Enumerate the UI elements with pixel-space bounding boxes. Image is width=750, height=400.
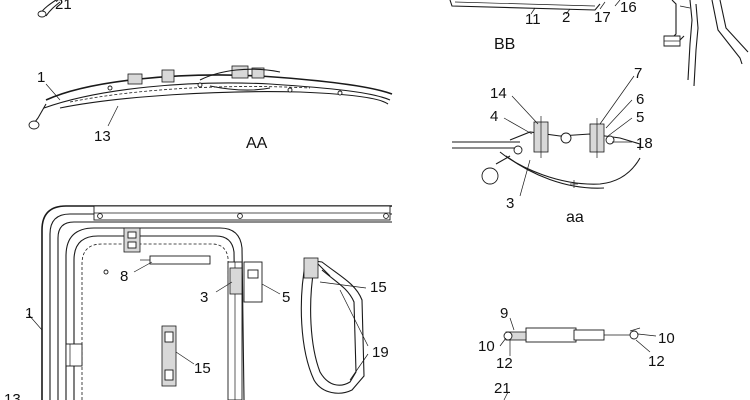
callout-16: 16 xyxy=(620,0,637,16)
callout-6: 6 xyxy=(636,91,644,108)
callout-2: 2 xyxy=(562,9,570,26)
rail-aa xyxy=(28,65,393,130)
callout-17: 17 xyxy=(594,9,611,26)
callout-1-frame: 1 xyxy=(25,305,33,322)
callout-15-inner: 15 xyxy=(194,360,211,377)
callout-18: 18 xyxy=(636,135,653,152)
callout-12-right: 12 xyxy=(648,353,665,370)
detail-aa xyxy=(452,75,641,197)
spring-assembly xyxy=(499,317,657,400)
callout-4: 4 xyxy=(490,108,498,125)
callout-21-top: 21 xyxy=(55,0,72,13)
callout-14: 14 xyxy=(490,85,507,102)
callout-1-rail: 1 xyxy=(37,69,45,86)
callout-9: 9 xyxy=(500,305,508,322)
section-label-bb: BB xyxy=(494,36,515,53)
callout-3-frame: 3 xyxy=(200,289,208,306)
side-bracket xyxy=(663,0,749,87)
callout-13: 13 xyxy=(94,128,111,145)
callout-8: 8 xyxy=(120,268,128,285)
callout-12-left: 12 xyxy=(496,355,513,372)
callout-21-bottom: 21 xyxy=(494,380,511,397)
callout-5-aa: 5 xyxy=(636,109,644,126)
section-label-aa-lower: aa xyxy=(566,209,584,226)
callout-3-aa: 3 xyxy=(506,195,514,212)
callout-7: 7 xyxy=(634,65,642,82)
pull-handle xyxy=(300,257,369,394)
callout-11: 11 xyxy=(525,11,541,28)
cable-fragment-top xyxy=(37,0,61,18)
callout-10-left: 10 xyxy=(478,338,495,355)
callout-5-frame: 5 xyxy=(282,289,290,306)
door-frame xyxy=(27,205,392,400)
section-label-aa-upper: AA xyxy=(246,135,268,152)
detail-bb xyxy=(449,0,621,15)
callout-10-right: 10 xyxy=(658,330,675,347)
callout-13-bottom: 13 xyxy=(4,391,21,400)
callout-15-handle: 15 xyxy=(370,279,387,296)
callout-19: 19 xyxy=(372,344,389,361)
